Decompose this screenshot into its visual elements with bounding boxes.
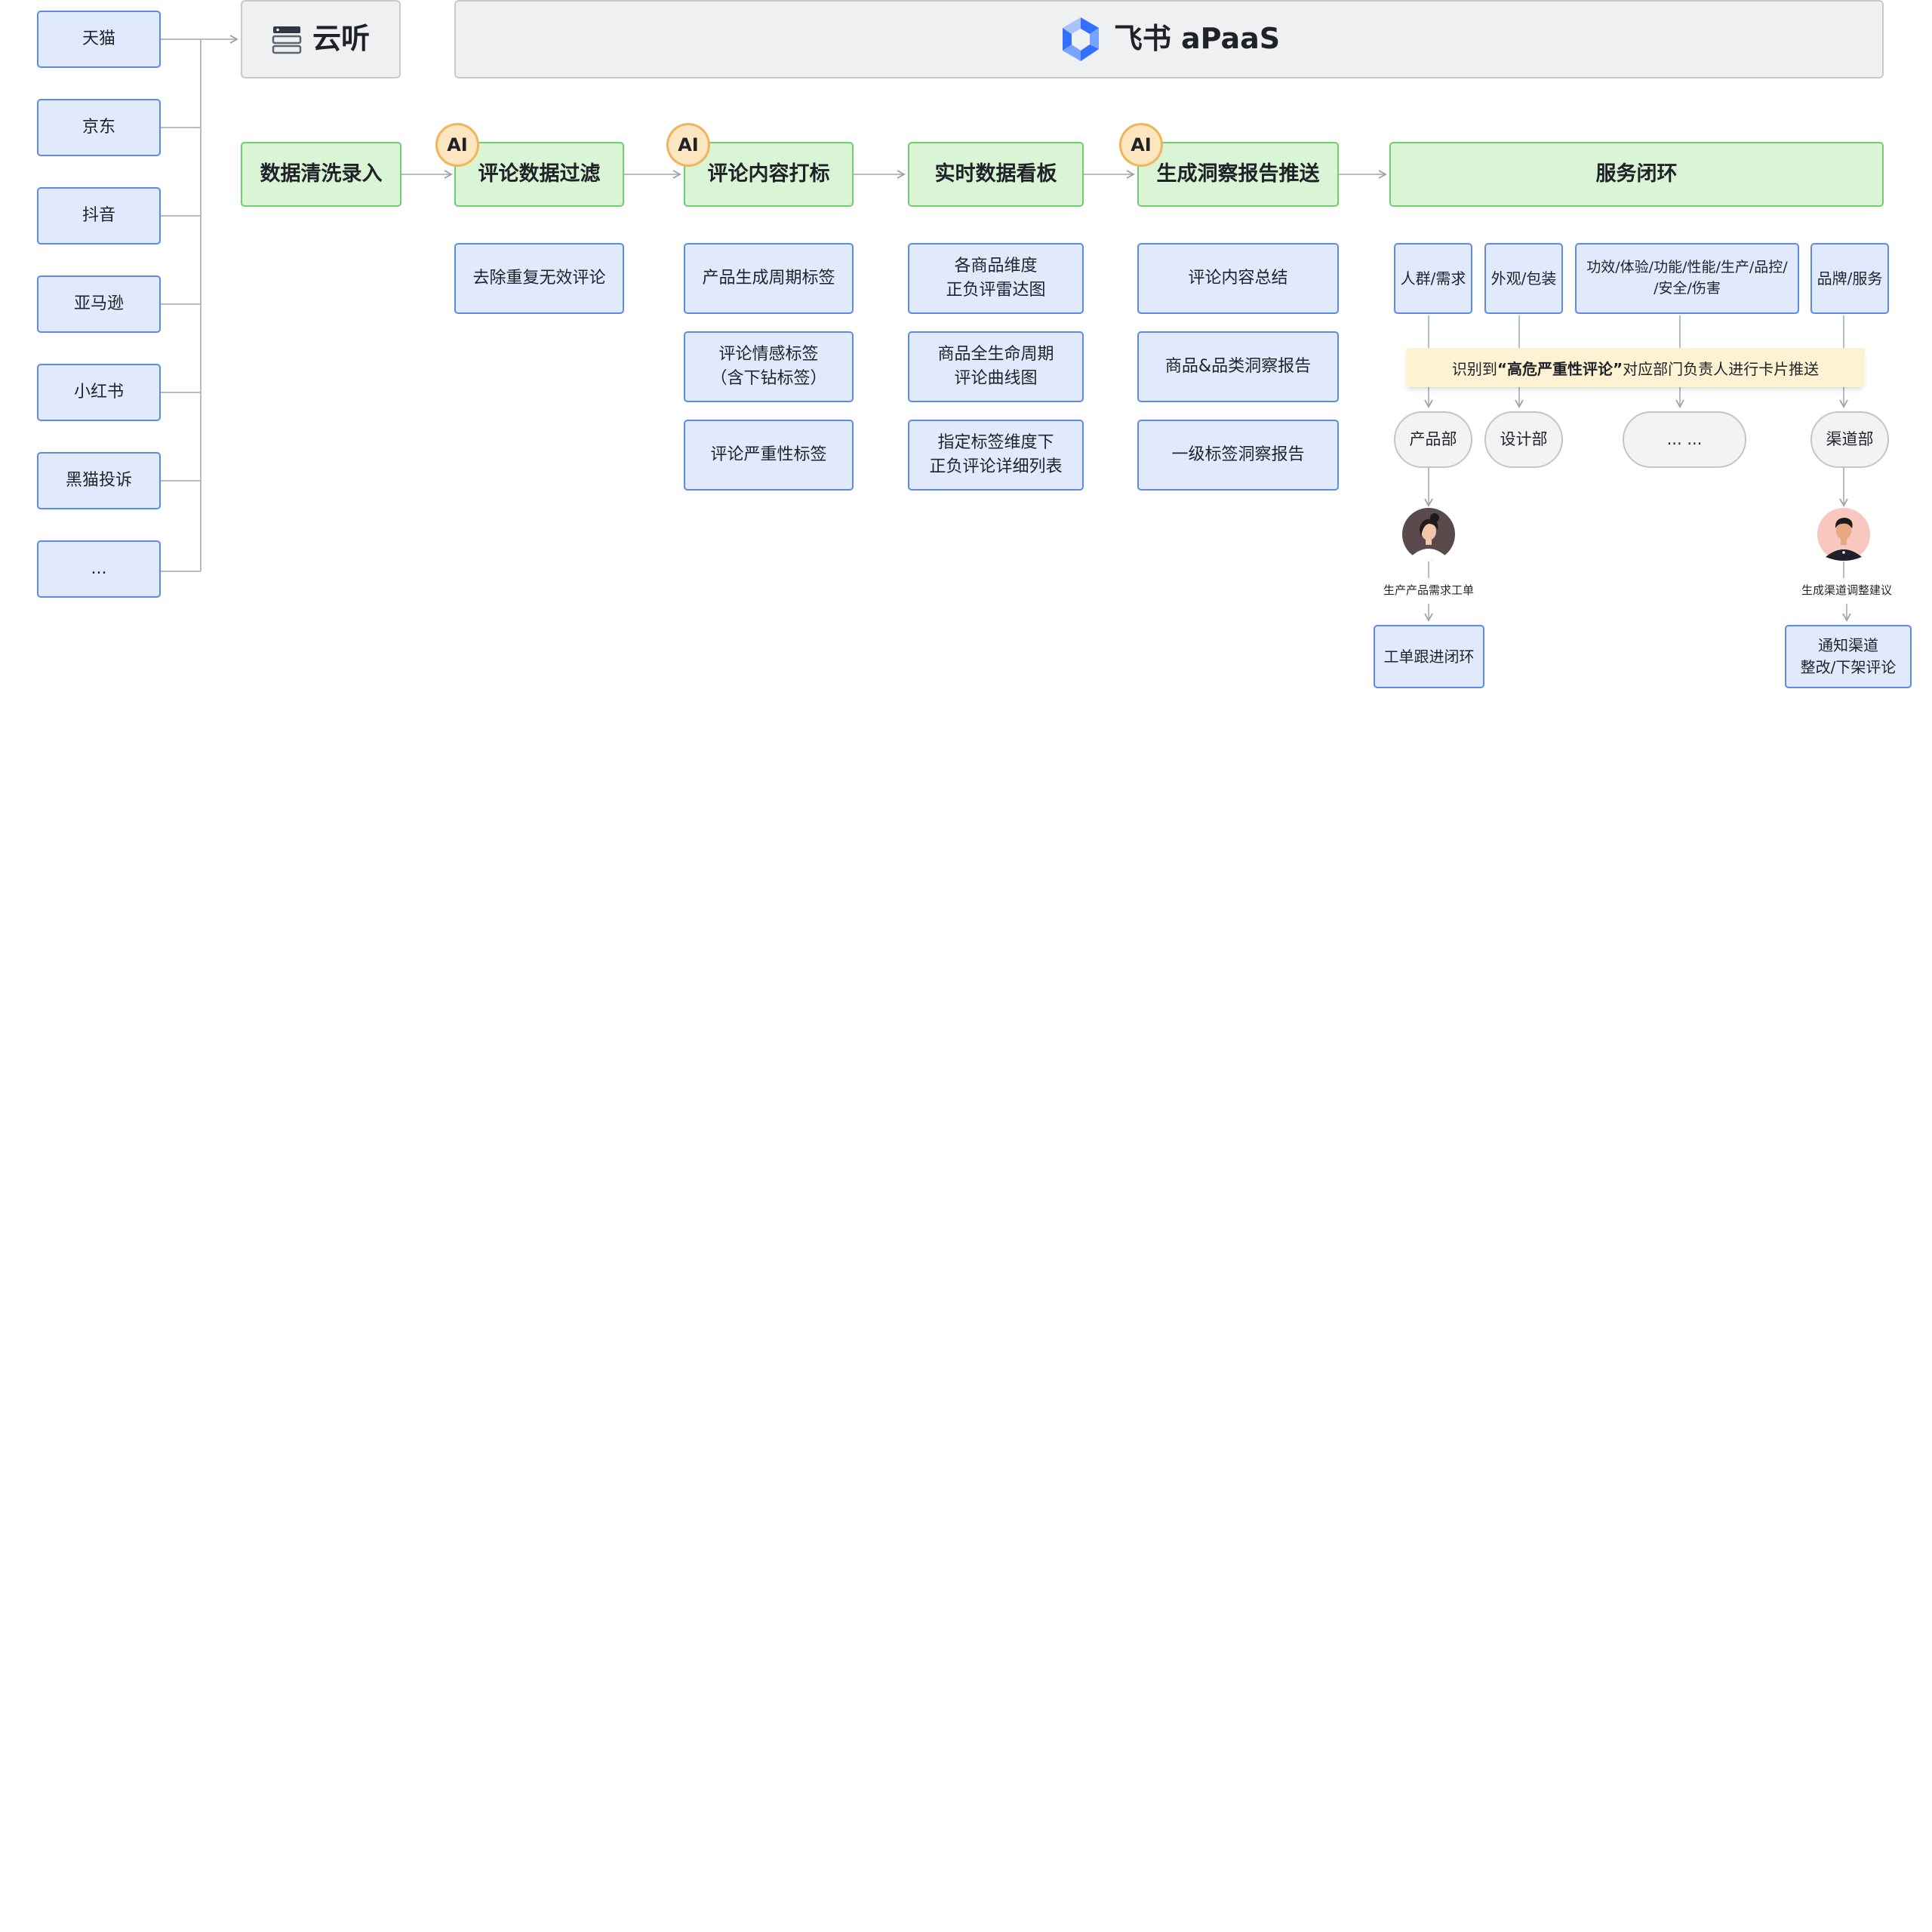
apaas-label: 飞书 aPaaS [1113, 22, 1281, 56]
category-crowd-needs: 人群/需求 [1394, 243, 1472, 314]
alert-suffix: 对应部门负责人进行卡片推送 [1623, 359, 1820, 378]
person-man-avatar-icon [1817, 508, 1870, 561]
yunting-platform: 云听 [241, 0, 401, 78]
item-tag-report: 一级标签洞察报告 [1137, 420, 1339, 491]
source-xiaohongshu: 小红书 [37, 364, 161, 421]
stage-realtime-dashboard: 实时数据看板 [908, 142, 1084, 207]
dept-channel: 渠道部 [1810, 411, 1889, 468]
server-stack-icon [272, 26, 302, 54]
source-amazon: 亚马逊 [37, 275, 161, 333]
yunting-label: 云听 [312, 22, 370, 56]
source-douyin: 抖音 [37, 187, 161, 245]
item-remove-duplicates: 去除重复无效评论 [454, 243, 624, 314]
ai-badge-report: AI [1119, 123, 1163, 167]
item-lifecycle-curve: 商品全生命周期 评论曲线图 [908, 331, 1084, 402]
high-risk-alert-banner: 识别到 “高危严重性评论” 对应部门负责人进行卡片推送 [1406, 348, 1865, 387]
source-bus-line [161, 38, 202, 572]
stage-data-cleaning: 数据清洗录入 [241, 142, 401, 207]
item-category-report: 商品&品类洞察报告 [1137, 331, 1339, 402]
source-heimao: 黑猫投诉 [37, 452, 161, 509]
dept-product: 产品部 [1394, 411, 1472, 468]
alert-prefix: 识别到 [1451, 359, 1497, 378]
result-ticket-closure: 工单跟进闭环 [1374, 625, 1484, 688]
flow-label-product: 生产产品需求工单 [1383, 583, 1474, 597]
stage-insight-report: 生成洞察报告推送 [1137, 142, 1339, 207]
source-more: ... [37, 540, 161, 598]
item-radar-chart: 各商品维度 正负评雷达图 [908, 243, 1084, 314]
item-severity-tag: 评论严重性标签 [684, 420, 854, 491]
feishu-logo-icon [1062, 17, 1099, 61]
person-woman-avatar-icon [1402, 508, 1455, 561]
result-notify-channel: 通知渠道 整改/下架评论 [1785, 625, 1912, 688]
category-brand-service: 品牌/服务 [1810, 243, 1889, 314]
ai-badge-tagging: AI [666, 123, 710, 167]
stage-comment-filter: 评论数据过滤 [454, 142, 624, 207]
category-appearance-packaging: 外观/包装 [1484, 243, 1563, 314]
dept-design: 设计部 [1484, 411, 1563, 468]
source-tmall: 天猫 [37, 11, 161, 68]
stage-service-loop: 服务闭环 [1389, 142, 1884, 207]
item-comment-summary: 评论内容总结 [1137, 243, 1339, 314]
flow-label-channel: 生成渠道调整建议 [1801, 583, 1892, 597]
alert-highlight: “高危严重性评论” [1497, 359, 1623, 378]
source-jd: 京东 [37, 99, 161, 156]
dept-more: ... ... [1623, 411, 1746, 468]
item-detail-list: 指定标签维度下 正负评论详细列表 [908, 420, 1084, 491]
item-sentiment-tag: 评论情感标签 （含下钻标签） [684, 331, 854, 402]
stage-comment-tagging: 评论内容打标 [684, 142, 854, 207]
category-efficacy-quality: 功效/体验/功能/性能/生产/品控/ /安全/伤害 [1575, 243, 1799, 314]
ai-badge-filter: AI [435, 123, 479, 167]
item-lifecycle-tag: 产品生成周期标签 [684, 243, 854, 314]
feishu-apaas-banner: 飞书 aPaaS [454, 0, 1884, 78]
